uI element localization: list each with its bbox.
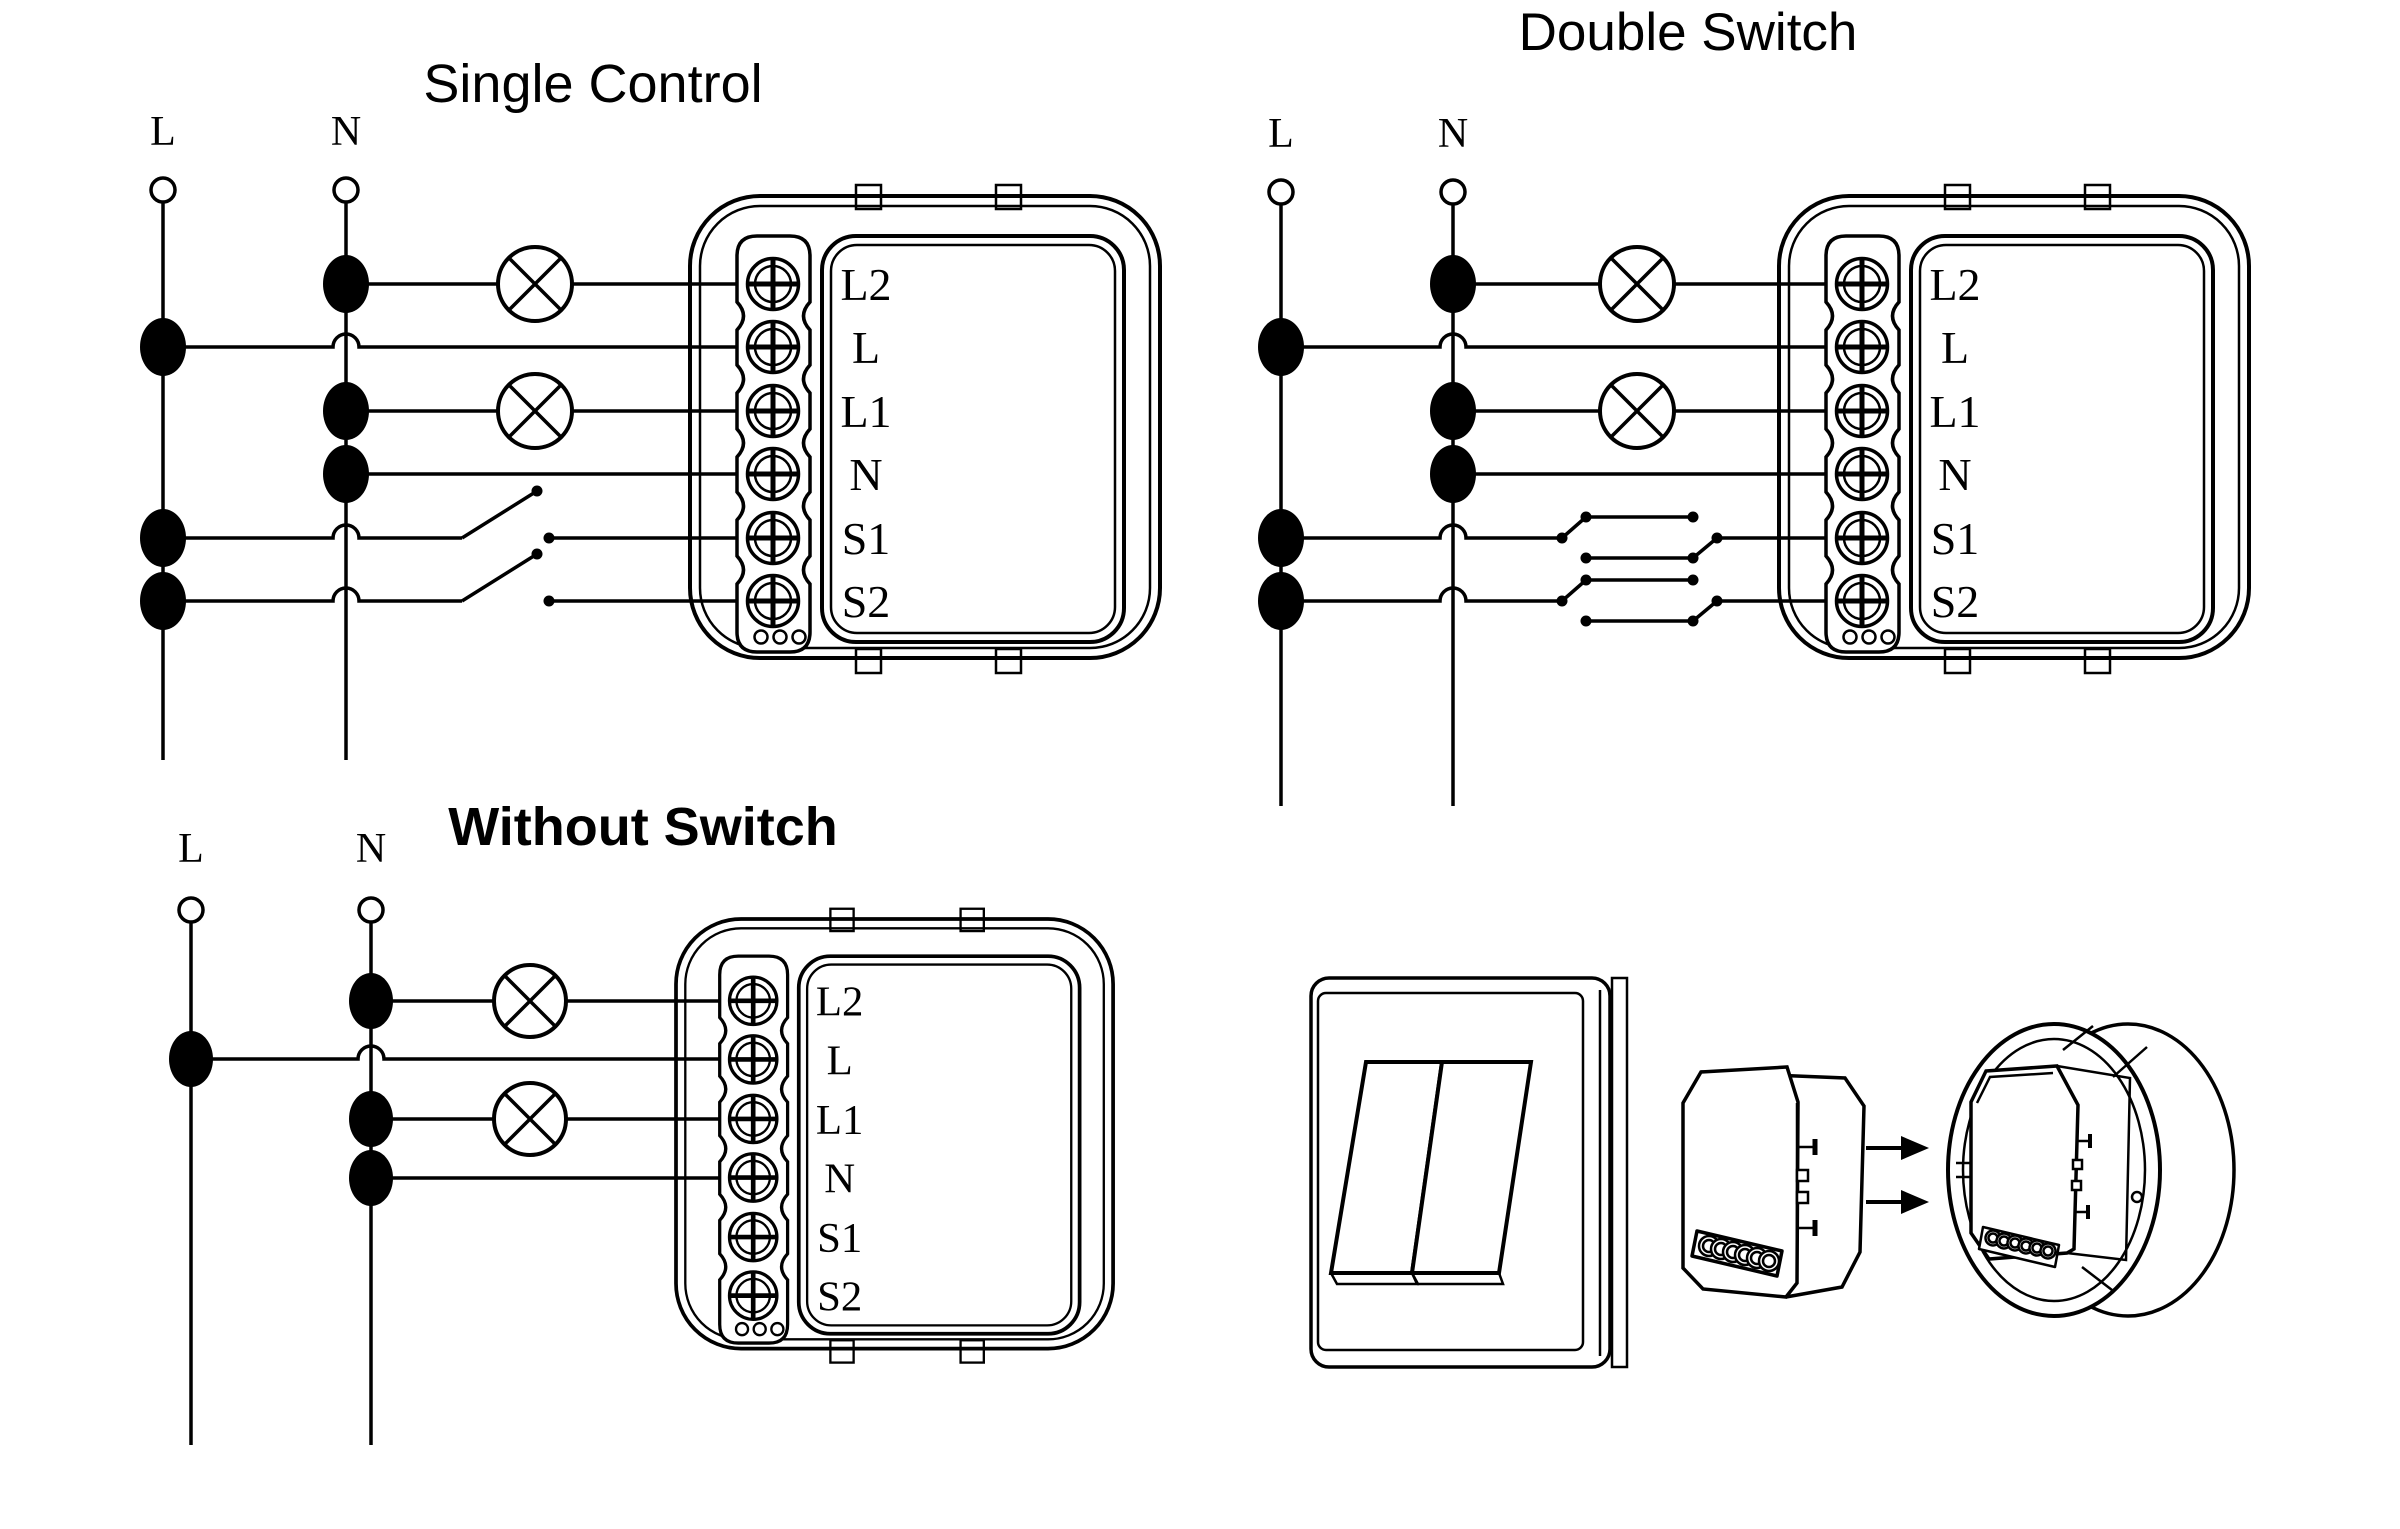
without-switch-diagram: Without Switch L N bbox=[169, 797, 1113, 1445]
single-control-title: Single Control bbox=[423, 54, 762, 114]
wire-s1-with-switch bbox=[163, 485, 740, 544]
plate-front-face bbox=[1316, 991, 1585, 1352]
without-switch-title: Without Switch bbox=[448, 797, 837, 857]
n-rail-label: N bbox=[1438, 111, 1468, 157]
lamp-1 bbox=[496, 245, 574, 323]
n-rail-label: N bbox=[331, 109, 361, 155]
wires bbox=[191, 999, 723, 1180]
plate-back-edge bbox=[1610, 976, 1629, 1369]
junction-dots bbox=[1258, 255, 1476, 630]
module-side-face bbox=[1700, 1070, 1866, 1299]
l-rail-label: L bbox=[150, 109, 176, 155]
module-side-face bbox=[2056, 1064, 2132, 1262]
lamp-1 bbox=[1598, 245, 1676, 323]
single-control-diagram: Single Control L N bbox=[140, 54, 1160, 760]
round-wall-box bbox=[1946, 1022, 2236, 1318]
arrow-head-icon bbox=[1901, 1136, 1929, 1160]
wire-s1-two-way-switch bbox=[1281, 511, 1829, 564]
l-rail-terminal bbox=[149, 176, 177, 204]
l-rail-terminal bbox=[1267, 178, 1295, 206]
module-front-face bbox=[1969, 1064, 2080, 1261]
double-switch-diagram: Double Switch L N bbox=[1258, 3, 2249, 806]
junction-dots bbox=[169, 973, 393, 1206]
l-rail-terminal bbox=[177, 896, 205, 924]
n-rail-terminal bbox=[357, 896, 385, 924]
wire-s2-with-switch bbox=[163, 548, 740, 607]
switch-blade bbox=[461, 489, 538, 540]
relay-module-single bbox=[690, 185, 1160, 673]
connector-pins bbox=[2070, 1134, 2092, 1219]
lamp-2 bbox=[1598, 372, 1676, 450]
insert-arrow-bottom bbox=[1866, 1190, 1929, 1214]
wire-l bbox=[1281, 332, 1829, 349]
box-front-rim-inner bbox=[1961, 1037, 2147, 1303]
lamp-2 bbox=[492, 1081, 568, 1157]
power-rails: L N bbox=[149, 109, 361, 760]
n-rail-terminal bbox=[1439, 178, 1467, 206]
rocker-buttons bbox=[1328, 1060, 1534, 1286]
wires bbox=[163, 282, 740, 607]
junction-dots bbox=[140, 255, 369, 630]
l-rail-label: L bbox=[178, 826, 204, 872]
box-screw-hole bbox=[2130, 1190, 2144, 1204]
connector-pins bbox=[1795, 1139, 1818, 1236]
power-rails: L N bbox=[1267, 111, 1468, 806]
insert-arrow-top bbox=[1866, 1136, 1929, 1160]
relay-module-3d bbox=[1681, 1065, 1866, 1299]
wire-s2-two-way-switch bbox=[1281, 574, 1829, 627]
rocker-right bbox=[1409, 1060, 1534, 1275]
box-seam-lines bbox=[2062, 1025, 2148, 1291]
wall-switch-plate bbox=[1309, 976, 1629, 1369]
rocker-lip bbox=[1410, 1272, 1505, 1286]
switch-blade bbox=[461, 552, 538, 603]
arrow-head-icon bbox=[1901, 1190, 1929, 1214]
wire-l bbox=[191, 1044, 723, 1061]
wires bbox=[1281, 282, 1829, 627]
terminal-bumps bbox=[1977, 1225, 2061, 1269]
n-rail-label: N bbox=[356, 826, 386, 872]
terminal-bumps bbox=[1690, 1229, 1784, 1278]
l-rail-label: L bbox=[1268, 111, 1294, 157]
installation-illustration bbox=[1309, 976, 2236, 1369]
relay-module-without bbox=[676, 909, 1113, 1363]
module-front-inner-edge bbox=[1975, 1071, 2054, 1104]
wire-l bbox=[163, 332, 740, 349]
lamp-1 bbox=[492, 963, 568, 1039]
n-rail-terminal bbox=[332, 176, 360, 204]
lamp-2 bbox=[496, 372, 574, 450]
relay-module-double bbox=[1779, 185, 2249, 673]
module-inside-box bbox=[1969, 1064, 2132, 1269]
double-switch-title: Double Switch bbox=[1519, 3, 1858, 62]
